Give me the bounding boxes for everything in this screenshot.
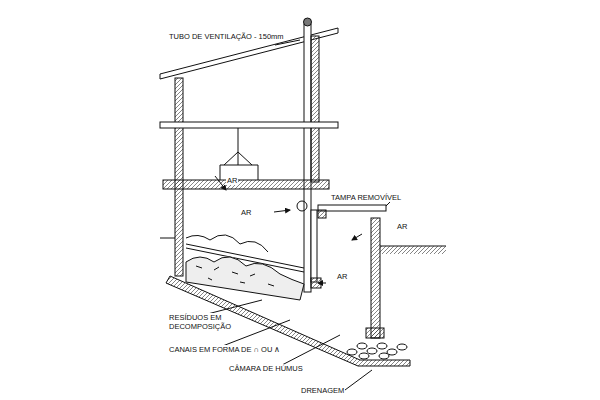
drainage-label: DRENAGEM (300, 386, 345, 395)
air-label: AR (226, 176, 238, 185)
waste-label: RESÍDUOS EM DECOMPOSIÇÃO (168, 313, 232, 331)
channels-label: CANAIS EM FORMA DE ∩ OU ∧ (168, 345, 281, 354)
pipe-label: TUBO DE VENTILAÇÃO - 150mm (168, 32, 285, 41)
air-label: AR (336, 272, 348, 281)
chamber-label: CÂMARA DE HÚMUS (228, 364, 304, 373)
air-label: AR (396, 222, 408, 231)
air-label: AR (240, 208, 252, 217)
lid-label: TAMPA REMOVÍVEL (330, 193, 402, 202)
